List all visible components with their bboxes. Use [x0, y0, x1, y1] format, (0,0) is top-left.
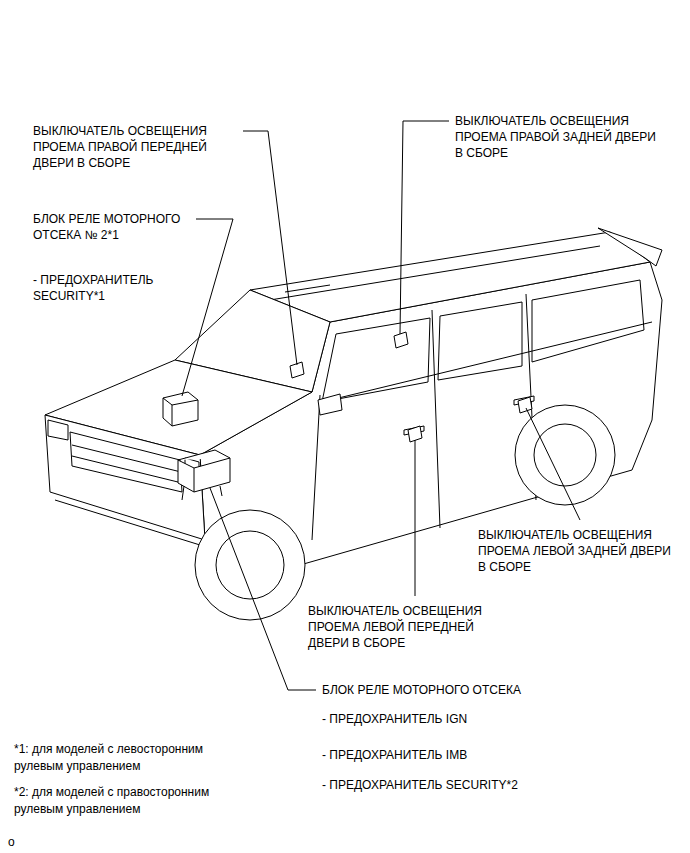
leader-line: [243, 131, 297, 365]
engine-relay-block-2: [163, 392, 198, 426]
part-label: ВЫКЛЮЧАТЕЛЬ ОСВЕЩЕНИЯ ПРОЕМА ПРАВОЙ ЗАДН…: [455, 113, 660, 161]
part-label: БЛОК РЕЛЕ МОТОРНОГО ОТСЕКА: [322, 682, 521, 698]
footnote: *1: для моделей с левосторонним рулевым …: [14, 741, 242, 775]
car-windows: [322, 280, 644, 402]
fuse-label: - ПРЕДОХРАНИТЕЛЬ IMB: [322, 747, 467, 763]
leader-line: [400, 121, 449, 334]
door-handles: [404, 396, 534, 435]
rear-rim: [534, 424, 596, 486]
leader-line: [182, 219, 233, 396]
car-spoiler: [598, 228, 662, 266]
part-label: ВЫКЛЮЧАТЕЛЬ ОСВЕЩЕНИЯ ПРОЕМА ПРАВОЙ ПЕРЕ…: [33, 123, 238, 171]
door-switch: [394, 332, 408, 348]
car-grille: [55, 432, 200, 545]
front-rim: [216, 531, 284, 599]
car-mirror: [318, 394, 342, 415]
fuse-label: - ПРЕДОХРАНИТЕЛЬ IGN: [322, 711, 467, 727]
leader-line: [210, 488, 316, 690]
part-label: ВЫКЛЮЧАТЕЛЬ ОСВЕЩЕНИЯ ПРОЕМА ЛЕВОЙ ЗАДНЕ…: [478, 527, 678, 575]
part-label: БЛОК РЕЛЕ МОТОРНОГО ОТСЕКА № 2*1: [33, 211, 208, 243]
roof-rail: [270, 246, 600, 300]
fuse-label: - ПРЕДОХРАНИТЕЛЬ SECURITY*1: [33, 272, 183, 304]
fuse-label: - ПРЕДОХРАНИТЕЛЬ SECURITY*2: [322, 777, 518, 793]
footnote: *2: для моделей с правосторонним рулевым…: [14, 784, 246, 818]
part-label: ВЫКЛЮЧАТЕЛЬ ОСВЕЩЕНИЯ ПРОЕМА ЛЕВОЙ ПЕРЕД…: [308, 603, 513, 651]
leader-line: [415, 440, 416, 596]
front-wheel: [195, 510, 305, 620]
door-switch: [408, 426, 422, 442]
door-lines: [312, 294, 652, 540]
car-headlight: [48, 420, 199, 478]
figure-id: o: [8, 834, 15, 850]
leader-line: [526, 408, 580, 520]
engine-relay-block: [178, 450, 230, 500]
door-switch: [518, 397, 532, 413]
